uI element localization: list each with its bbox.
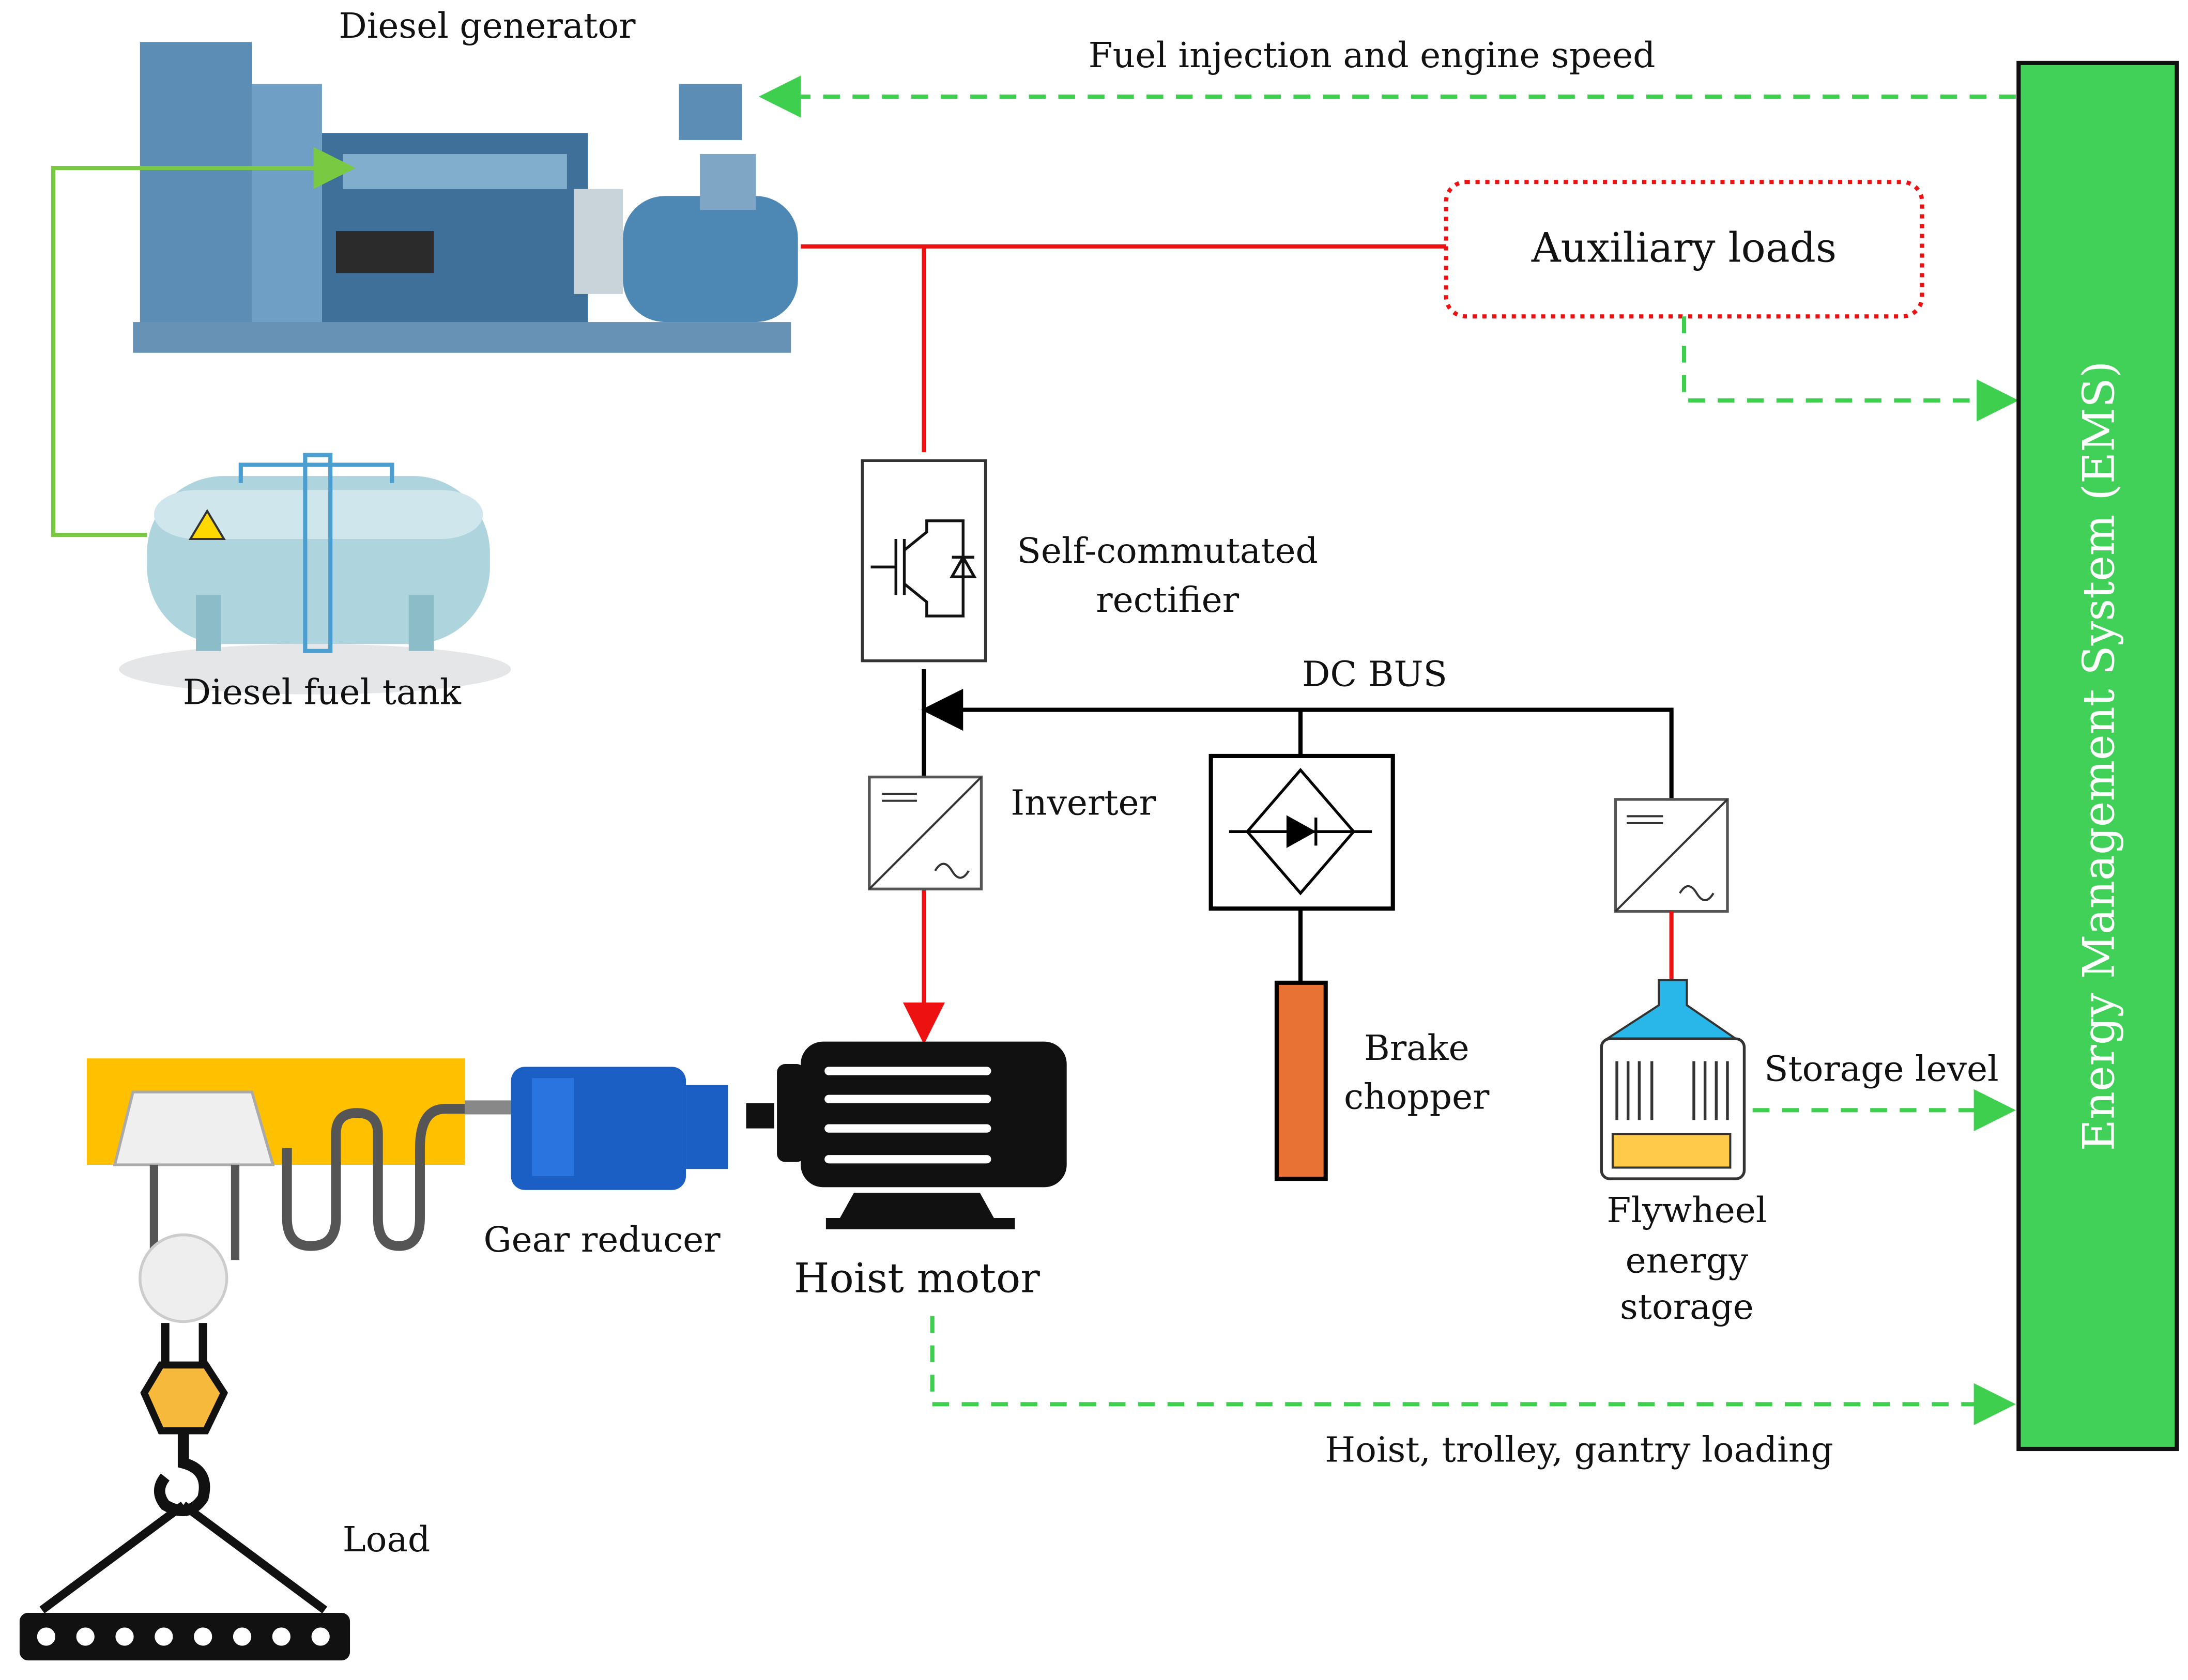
- flywheel-converter-icon: [1614, 798, 1729, 913]
- hoist-cable: [282, 1104, 465, 1251]
- flywheel-label-line3: storage: [1620, 1286, 1754, 1327]
- diesel-fuel-tank-icon: [119, 453, 511, 695]
- flywheel-label-line2: energy: [1626, 1240, 1749, 1281]
- rectifier-label-line2: rectifier: [1096, 579, 1239, 620]
- ems-block: [2016, 60, 2179, 1452]
- sheave-housing-icon: [113, 1090, 275, 1166]
- hook-icon: [39, 1323, 328, 1614]
- rectifier-igbt-icon: [861, 459, 987, 662]
- storage-level-label: Storage level: [1764, 1048, 1999, 1089]
- load-beam-icon: [19, 1612, 350, 1661]
- auxiliary-loads-box: [1444, 180, 1924, 319]
- gear-reducer-icon: [462, 1067, 728, 1190]
- hoist-motor-label: Hoist motor: [794, 1255, 1040, 1302]
- brake-chopper-icon: [1208, 753, 1395, 911]
- flywheel-icon: [1600, 979, 1746, 1180]
- hook-pulley-icon: [139, 1233, 228, 1323]
- dc-bus-label: DC BUS: [1302, 653, 1447, 694]
- rectifier-label-line1: Self-commutated: [1017, 530, 1318, 571]
- fuel-injection-label: Fuel injection and engine speed: [1089, 35, 1656, 75]
- hook-cables: [149, 1165, 240, 1260]
- inverter-label: Inverter: [1011, 782, 1156, 823]
- fuel-supply-line: [51, 147, 356, 537]
- brake-resistor-icon: [1274, 980, 1328, 1181]
- ems-label: Energy Management System (EMS): [2073, 361, 2124, 1151]
- hoist-loading-label: Hoist, trolley, gantry loading: [1325, 1429, 1833, 1470]
- load-label: Load: [343, 1519, 430, 1560]
- diesel-fuel-tank-label: Diesel fuel tank: [183, 672, 462, 713]
- brake-chopper-label-line1: Brake: [1364, 1027, 1470, 1068]
- inverter-icon: [868, 775, 983, 891]
- hoist-loading-signal: [930, 1316, 2016, 1425]
- auxiliary-loads-signal: [1681, 316, 2019, 422]
- dc-bus-line: [921, 688, 1674, 798]
- auxiliary-loads-label: Auxiliary loads: [1531, 224, 1837, 272]
- diesel-generator-icon: [133, 42, 798, 353]
- diesel-generator-label: Diesel generator: [339, 5, 636, 46]
- hoist-motor-icon: [746, 1041, 1067, 1229]
- gear-reducer-label: Gear reducer: [484, 1219, 721, 1260]
- flywheel-label-line1: Flywheel: [1606, 1190, 1767, 1230]
- brake-chopper-label-line2: chopper: [1344, 1076, 1490, 1117]
